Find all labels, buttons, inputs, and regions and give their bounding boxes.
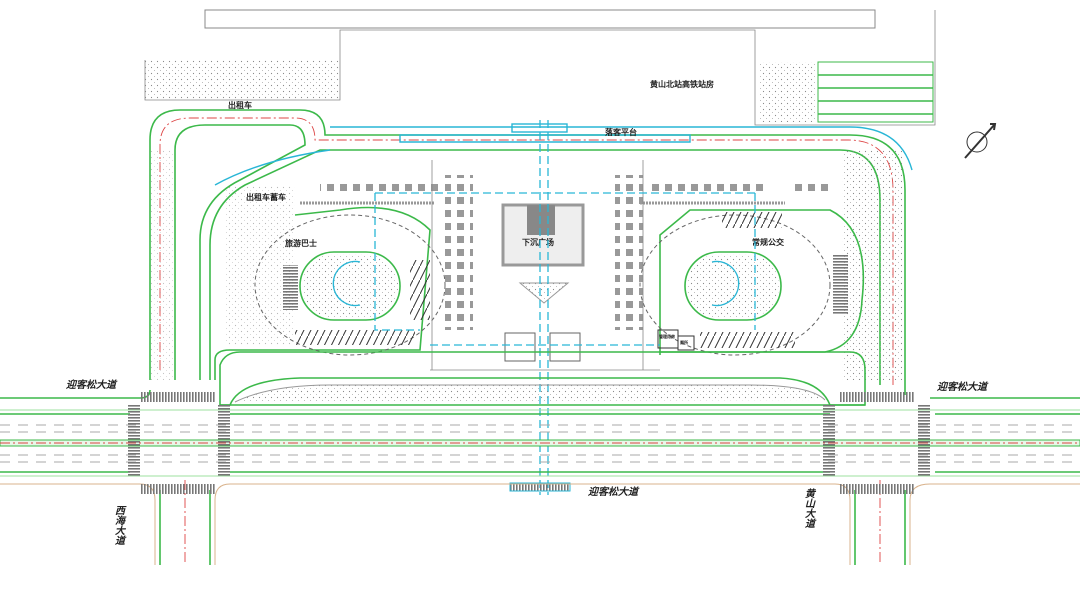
road-label-main-bottom: 迎客松大道 bbox=[588, 486, 640, 498]
sunken-plaza: 下沉广场 bbox=[320, 120, 830, 495]
main-avenue bbox=[0, 389, 1080, 565]
road-label-main-right: 迎客松大道 bbox=[937, 381, 989, 393]
sunken-plaza-label: 下沉广场 bbox=[522, 237, 554, 247]
station-building-label: 黄山北站高铁站房 bbox=[650, 79, 714, 89]
road-label-main-left: 迎客松大道 bbox=[66, 379, 118, 391]
road-label-side-right: 黄山大道 bbox=[803, 488, 815, 529]
taxi-holding-label: 出租车蓄车 bbox=[246, 192, 286, 202]
north-arrow-icon bbox=[964, 123, 997, 159]
drop-off-loop-road bbox=[149, 109, 913, 395]
tour-bus-area: 旅游巴士 bbox=[214, 206, 446, 380]
station-building: 黄山北站高铁站房 bbox=[144, 9, 936, 126]
regular-bus-label: 常规公交 bbox=[752, 237, 784, 247]
dropoff-platform-label: 落客平台 bbox=[605, 127, 637, 137]
tour-bus-label: 旅游巴士 bbox=[285, 238, 317, 248]
regular-bus-area: 管理用房 厕所 常规公交 bbox=[639, 209, 865, 356]
taxi-label: 出租车 bbox=[228, 100, 252, 110]
road-label-side-left: 西海大道 bbox=[113, 505, 125, 546]
toilet-label: 厕所 bbox=[680, 339, 688, 345]
management-room-label: 管理用房 bbox=[659, 333, 675, 339]
